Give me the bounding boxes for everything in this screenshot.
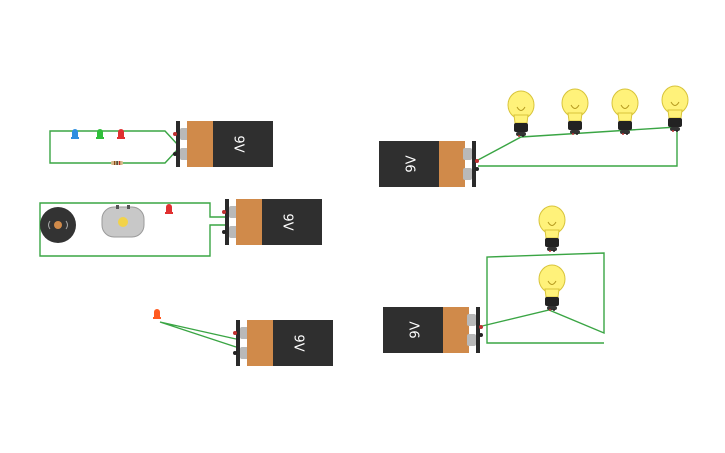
wire <box>159 321 237 348</box>
wire <box>477 252 605 344</box>
wire <box>39 202 226 257</box>
buzzer[interactable] <box>40 207 76 243</box>
circuit-two-bulbs: 9V <box>383 205 605 353</box>
led-orange[interactable] <box>153 309 161 319</box>
circuit-single-led: 9V <box>153 309 333 366</box>
battery-1[interactable]: 9V <box>173 121 273 167</box>
battery-label: 9V <box>405 155 420 172</box>
light-bulb[interactable] <box>611 88 639 136</box>
battery-5[interactable]: 9V <box>383 307 483 353</box>
battery-3[interactable]: 9V <box>233 320 333 366</box>
circuit-buzzer-motor: 9V <box>39 199 322 257</box>
light-bulb[interactable] <box>507 90 535 138</box>
led-blue[interactable] <box>71 129 79 139</box>
led-red-2[interactable] <box>165 204 173 214</box>
battery-label: 9V <box>231 135 246 152</box>
dc-motor[interactable] <box>101 205 145 238</box>
battery-label: 9V <box>280 213 295 230</box>
led-red[interactable] <box>117 129 125 139</box>
circuit-four-bulbs: 9V <box>379 85 689 187</box>
battery-2[interactable]: 9V <box>222 199 322 245</box>
battery-label: 9V <box>291 334 306 351</box>
light-bulb[interactable] <box>538 264 566 312</box>
wire <box>49 130 179 164</box>
battery-label: 9V <box>409 321 424 338</box>
light-bulb[interactable] <box>561 88 589 136</box>
light-bulb[interactable] <box>538 205 566 253</box>
circuit-led-resistor: 9V <box>49 121 273 167</box>
led-green[interactable] <box>96 129 104 139</box>
light-bulb[interactable] <box>661 85 689 133</box>
battery-4[interactable]: 9V <box>379 141 479 187</box>
resistor[interactable] <box>111 161 123 165</box>
